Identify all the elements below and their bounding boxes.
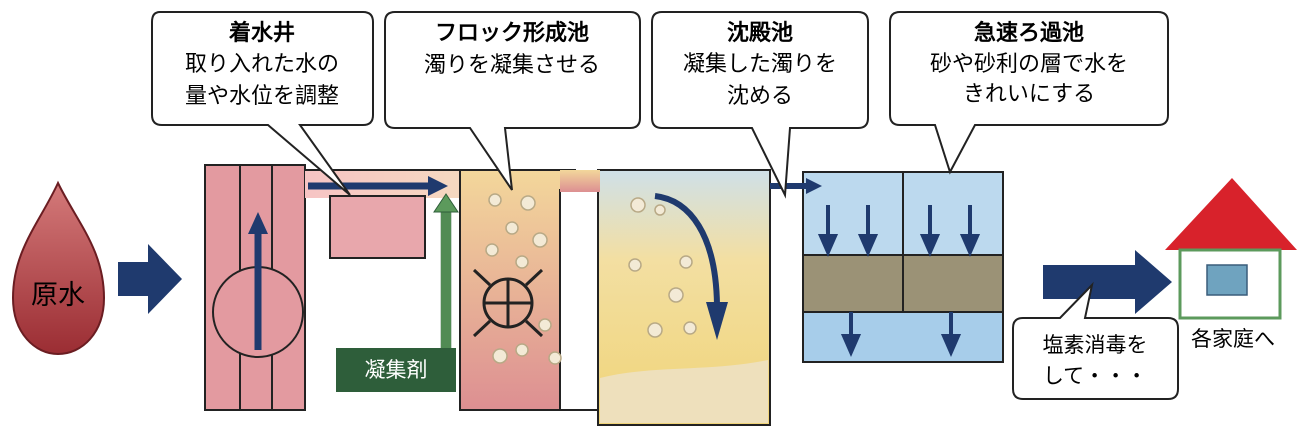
mixing-chamber	[329, 195, 426, 259]
stage-callout-2: フロック形成池 濁りを凝集させる	[384, 11, 641, 191]
stage-3-line-1: 凝集した濁りを	[683, 52, 837, 77]
rapid-filter	[770, 171, 1004, 363]
stage-2-line-1: 濁りを凝集させる	[424, 53, 600, 78]
stage-1-line-2: 量や水位を調整	[185, 84, 339, 109]
flocculation-basin	[459, 169, 606, 411]
home-icon	[1165, 178, 1297, 320]
inflow-arrow	[118, 244, 182, 314]
coagulant-box	[336, 348, 456, 392]
coagulant-label: 凝集剤	[365, 358, 428, 382]
floc-particles	[485, 193, 562, 365]
stage-3-line-2: 沈める	[727, 84, 793, 109]
outflow-arrow	[1043, 250, 1172, 314]
stage-1-line-1: 取り入れた水の	[185, 52, 339, 77]
raw-water-label: 原水	[31, 280, 85, 311]
settling-flow-arrow	[654, 193, 720, 306]
receiving-well	[204, 164, 306, 411]
stage-4-line-1: 砂や砂利の層で水を	[930, 52, 1128, 77]
stage-callout-4: 急速ろ過池 砂や砂利の層で水を きれいにする	[889, 11, 1169, 175]
coagulant-feed: 凝集剤	[336, 193, 459, 392]
raw-water-drop: 原水	[11, 180, 106, 356]
stage-4-title: 急速ろ過池	[974, 20, 1084, 46]
stage-4-line-2: きれいにする	[963, 82, 1095, 107]
settling-particles	[628, 197, 697, 338]
sedimentation-basin	[560, 169, 771, 426]
stage-callout-1: 着水井 取り入れた水の 量や水位を調整	[151, 11, 374, 196]
chlorine-note-callout: 塩素消毒を して・・・	[1012, 281, 1179, 400]
home-label: 各家庭へ	[1191, 327, 1275, 351]
stage-1-title: 着水井	[228, 20, 295, 46]
stage-2-title: フロック形成池	[435, 21, 589, 46]
filter-down-arrows	[817, 205, 981, 357]
stage-callout-3: 沈殿池 凝集した濁りを 沈める	[651, 11, 869, 199]
chlorine-note-line-2: して・・・	[1043, 364, 1147, 388]
stage-3-title: 沈殿池	[727, 21, 793, 46]
chlorine-note-line-1: 塩素消毒を	[1043, 333, 1148, 357]
